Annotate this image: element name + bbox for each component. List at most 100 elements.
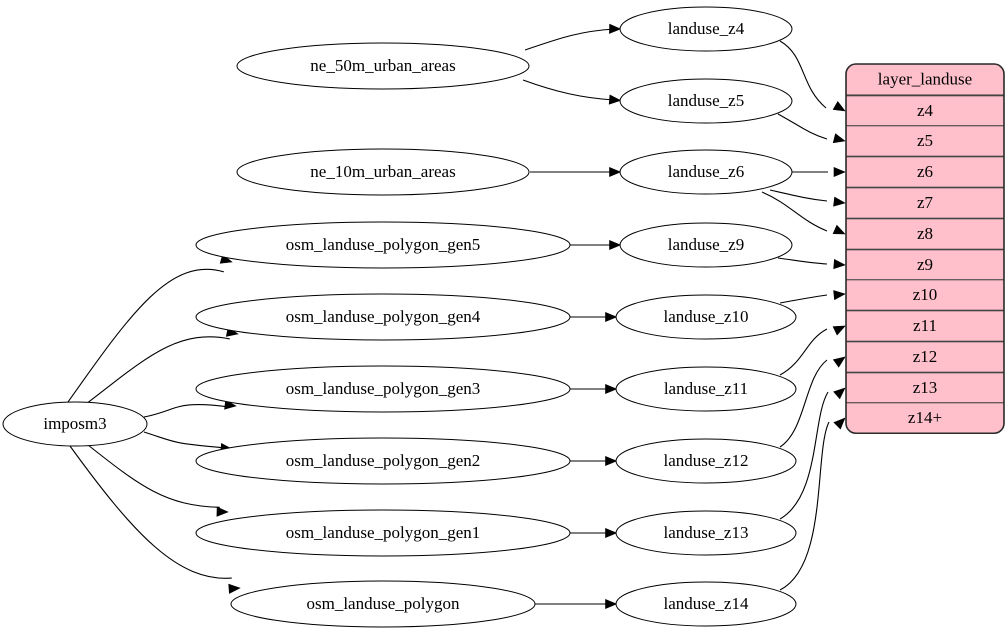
node-label-osm_landuse_polygon: osm_landuse_polygon: [307, 594, 460, 613]
ellipse-shape: [195, 509, 571, 557]
edge-osm_landuse_polygon_gen3-to-landuse_z11-arrowhead: [605, 383, 618, 395]
node-osm_landuse_polygon_gen3[interactable]: osm_landuse_polygon_gen3: [195, 365, 571, 413]
edge-landuse_z13-to-z13: [779, 391, 829, 520]
node-landuse_z4[interactable]: landuse_z4: [619, 6, 793, 52]
node-label-osm_landuse_polygon_gen2: osm_landuse_polygon_gen2: [286, 451, 481, 470]
edge-imposm3-to-osm_landuse_polygon_gen3-arrowhead: [224, 399, 237, 410]
nodes-layer: imposm3 ne_50m_urban_areas ne_10m_urban_ar…: [2, 6, 797, 628]
node-label-osm_landuse_polygon_gen4: osm_landuse_polygon_gen4: [286, 307, 481, 326]
table-cell-label-z9: z9: [917, 255, 933, 274]
ellipse-shape: [615, 438, 797, 484]
node-landuse_z5[interactable]: landuse_z5: [619, 78, 793, 124]
ellipse-shape: [2, 401, 148, 447]
node-label-landuse_z5: landuse_z5: [668, 91, 744, 110]
ellipse-shape: [615, 294, 797, 340]
node-ne_10m_urban_areas[interactable]: ne_10m_urban_areas: [236, 148, 530, 196]
edge-ne50m-to-landuse_z4-arrowhead: [609, 23, 622, 34]
node-label-landuse_z14: landuse_z14: [664, 594, 749, 613]
node-landuse_z11[interactable]: landuse_z11: [615, 366, 797, 412]
node-landuse_z9[interactable]: landuse_z9: [619, 222, 793, 268]
node-osm_landuse_polygon_gen5[interactable]: osm_landuse_polygon_gen5: [195, 221, 571, 269]
table-header-cell: [846, 64, 1004, 96]
node-osm_landuse_polygon[interactable]: osm_landuse_polygon: [230, 580, 536, 628]
edge-landuse_z9-to-z9-arrowhead: [833, 259, 846, 270]
table-row-z7[interactable]: [846, 187, 1004, 219]
node-osm_landuse_polygon_gen2[interactable]: osm_landuse_polygon_gen2: [195, 437, 571, 485]
ellipse-shape: [195, 437, 571, 485]
edge-landuse_z4-to-z4: [779, 40, 827, 109]
edge-osm_landuse_polygon_gen2-to-landuse_z12-arrowhead: [605, 455, 618, 467]
table-row-z10[interactable]: [846, 279, 1004, 311]
edge-imposm3-to-osm_landuse_polygon_gen5: [67, 268, 224, 403]
edge-imposm3-to-osm_landuse_polygon_gen1: [87, 444, 220, 508]
ellipse-shape: [195, 221, 571, 269]
node-label-ne_10m_urban_areas: ne_10m_urban_areas: [310, 162, 455, 181]
ellipse-shape: [236, 42, 530, 90]
edge-landuse_z6-to-z7: [769, 189, 828, 202]
table-row-z4[interactable]: [846, 95, 1004, 127]
node-ne_50m_urban_areas[interactable]: ne_50m_urban_areas: [236, 42, 530, 90]
ellipse-shape: [619, 6, 793, 52]
node-osm_landuse_polygon_gen4[interactable]: osm_landuse_polygon_gen4: [195, 293, 571, 341]
edge-landuse_z11-to-z11-arrowhead: [832, 325, 846, 336]
ellipse-shape: [619, 78, 793, 124]
table-cell-label-z12: z12: [913, 347, 938, 366]
ellipse-shape: [619, 222, 793, 268]
ellipse-shape: [615, 510, 797, 556]
edge-landuse_z12-to-z12: [779, 359, 828, 448]
node-landuse_z14[interactable]: landuse_z14: [615, 581, 797, 627]
node-label-landuse_z11: landuse_z11: [664, 379, 748, 398]
edge-ne10m-to-landuse_z6-arrowhead: [609, 166, 622, 178]
table-cell-label-z8: z8: [917, 224, 933, 243]
edge-landuse_z11-to-z11: [779, 328, 828, 376]
node-landuse_z10[interactable]: landuse_z10: [615, 294, 797, 340]
edge-landuse_z6-to-z6-arrowhead: [833, 166, 846, 178]
edge-imposm3-to-osm_landuse_polygon: [69, 445, 232, 579]
edge-landuse_z5-to-z5-arrowhead: [832, 133, 846, 144]
node-label-osm_landuse_polygon_gen5: osm_landuse_polygon_gen5: [286, 235, 481, 254]
table-row-z5[interactable]: [846, 125, 1004, 157]
table-cell-label-z5: z5: [917, 131, 933, 150]
node-label-landuse_z6: landuse_z6: [668, 162, 744, 181]
node-landuse_z6[interactable]: landuse_z6: [619, 149, 793, 195]
table-header-label: layer_landuse: [878, 69, 972, 88]
ellipse-shape: [619, 149, 793, 195]
edge-osm_landuse_polygon_gen5-to-landuse_z9-arrowhead: [609, 239, 622, 251]
table-cell-label-z14plus: z14+: [908, 408, 942, 427]
table-cell-label-z7: z7: [917, 193, 934, 212]
table-row-z14plus[interactable]: [846, 402, 1004, 434]
node-osm_landuse_polygon_gen1[interactable]: osm_landuse_polygon_gen1: [195, 509, 571, 557]
ellipse-shape: [195, 365, 571, 413]
edge-landuse_z13-to-z13-arrowhead: [833, 387, 846, 400]
edge-imposm3-to-osm_landuse_polygon-arrowhead: [228, 583, 241, 594]
node-landuse_z12[interactable]: landuse_z12: [615, 438, 797, 484]
ellipse-shape: [615, 581, 797, 627]
edge-imposm3-to-osm_landuse_polygon_gen3: [143, 404, 228, 418]
edge-imposm3-to-osm_landuse_polygon_gen1-arrowhead: [216, 506, 229, 517]
table-row-z11[interactable]: [846, 310, 1004, 342]
ellipse-shape: [236, 148, 530, 196]
table-cell-label-z4: z4: [917, 101, 934, 120]
node-label-landuse_z10: landuse_z10: [664, 307, 749, 326]
node-imposm3[interactable]: imposm3: [2, 401, 148, 447]
edge-landuse_z6-to-z7-arrowhead: [833, 196, 846, 207]
edge-landuse_z14-to-z14plus-arrowhead: [833, 417, 846, 430]
edge-landuse_z4-to-z4-arrowhead: [832, 101, 846, 112]
edge-landuse_z10-to-z10-arrowhead: [833, 290, 846, 301]
node-landuse_z13[interactable]: landuse_z13: [615, 510, 797, 556]
edge-landuse_z12-to-z12-arrowhead: [832, 356, 846, 368]
node-label-landuse_z4: landuse_z4: [668, 19, 745, 38]
ellipse-shape: [230, 580, 536, 628]
table-row-z13[interactable]: [846, 372, 1004, 404]
edge-landuse_z9-to-z9: [777, 257, 828, 265]
edge-landuse_z6-to-z8: [761, 191, 828, 232]
node-label-landuse_z9: landuse_z9: [668, 235, 744, 254]
table-cell-label-z10: z10: [913, 285, 938, 304]
edge-landuse_z5-to-z5: [777, 113, 828, 140]
table-row-z6[interactable]: [846, 156, 1004, 188]
node-label-imposm3: imposm3: [43, 414, 106, 433]
layer-landuse-table[interactable]: layer_landusez4z5z6z7z8z9z10z11z12z13z14…: [845, 63, 1005, 435]
edges-layer: [67, 23, 846, 610]
